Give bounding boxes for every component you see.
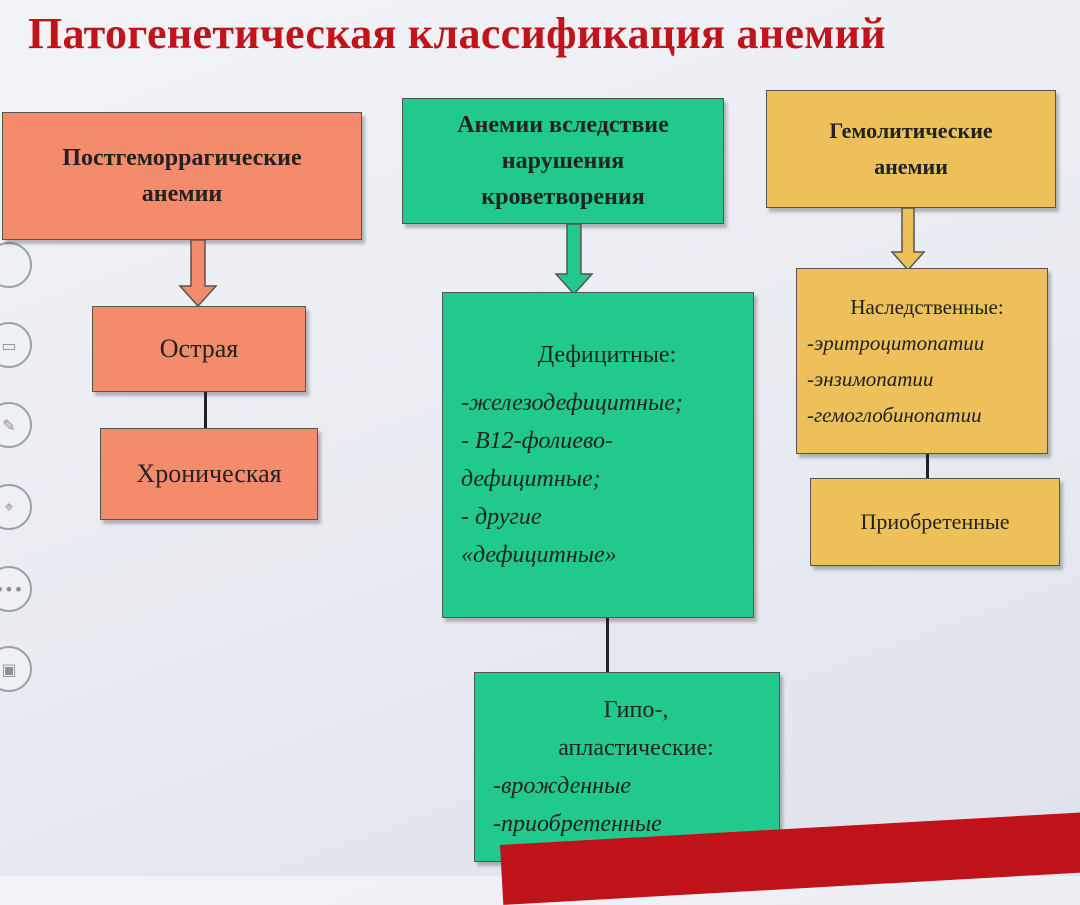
header-line: Гемолитические — [829, 118, 993, 143]
header-line: анемии — [874, 154, 948, 179]
box-line: Дефицитные: — [537, 342, 677, 368]
box-line: дефицитные; — [461, 466, 601, 492]
deficiency-box: Дефицитные: -железодефицитные; - В12-фол… — [442, 292, 754, 618]
connector-line — [926, 454, 929, 480]
header-line: кроветворения — [481, 184, 645, 210]
pointer-icon[interactable]: ⌖ — [0, 484, 32, 530]
page-icon[interactable]: ▭ — [0, 322, 32, 368]
box-line: Хроническая — [136, 459, 282, 488]
box-line: Острая — [159, 334, 239, 363]
header-line: Анемии вследствие — [457, 112, 669, 138]
circle-icon[interactable] — [0, 242, 32, 288]
box-line: апластические: — [558, 735, 714, 761]
box-line: -врожденные — [493, 773, 631, 799]
hereditary-box: Наследственные: -эритроцитопатии -энзимо… — [796, 268, 1048, 454]
box-line: «дефицитные» — [461, 542, 617, 568]
pen-icon[interactable]: ✎ — [0, 402, 32, 448]
slide-title: Патогенетическая классификация анемий — [28, 9, 886, 58]
header-line: анемии — [141, 181, 223, 207]
connector-line — [204, 392, 207, 428]
box-line: -эритроцитопатии — [807, 331, 985, 355]
hematopoiesis-header-box: Анемии вследствие нарушения кроветворени… — [402, 98, 724, 224]
chronic-box: Хроническая — [100, 428, 318, 520]
box-line: -гемоглобинопатии — [807, 403, 982, 427]
hemolytic-header-box: Гемолитические анемии — [766, 90, 1056, 208]
box-line: - другие — [461, 504, 542, 530]
box-line: -энзимопатии — [807, 367, 934, 391]
aplastic-box: Гипо-, апластические: -врожденные -приоб… — [474, 672, 780, 862]
box-line: -железодефицитные; — [461, 390, 683, 416]
box-line: Гипо-, — [603, 697, 669, 723]
acute-box: Острая — [92, 306, 306, 392]
more-icon[interactable]: ••• — [0, 566, 32, 612]
box-line: - В12-фолиево- — [461, 428, 613, 454]
acquired-box: Приобретенные — [810, 478, 1060, 566]
down-arrow-icon — [890, 208, 926, 272]
down-arrow-icon — [554, 224, 594, 296]
box-line: Приобретенные — [860, 509, 1010, 534]
header-line: Постгеморрагические — [62, 145, 302, 171]
box-line: Наследственные: — [850, 295, 1004, 319]
screen-icon[interactable]: ▣ — [0, 646, 32, 692]
header-line: нарушения — [501, 148, 625, 174]
box-line: -приобретенные — [493, 811, 662, 837]
postbleeding-header-box: Постгеморрагические анемии — [2, 112, 362, 240]
connector-line — [606, 618, 609, 674]
down-arrow-icon — [178, 240, 218, 308]
